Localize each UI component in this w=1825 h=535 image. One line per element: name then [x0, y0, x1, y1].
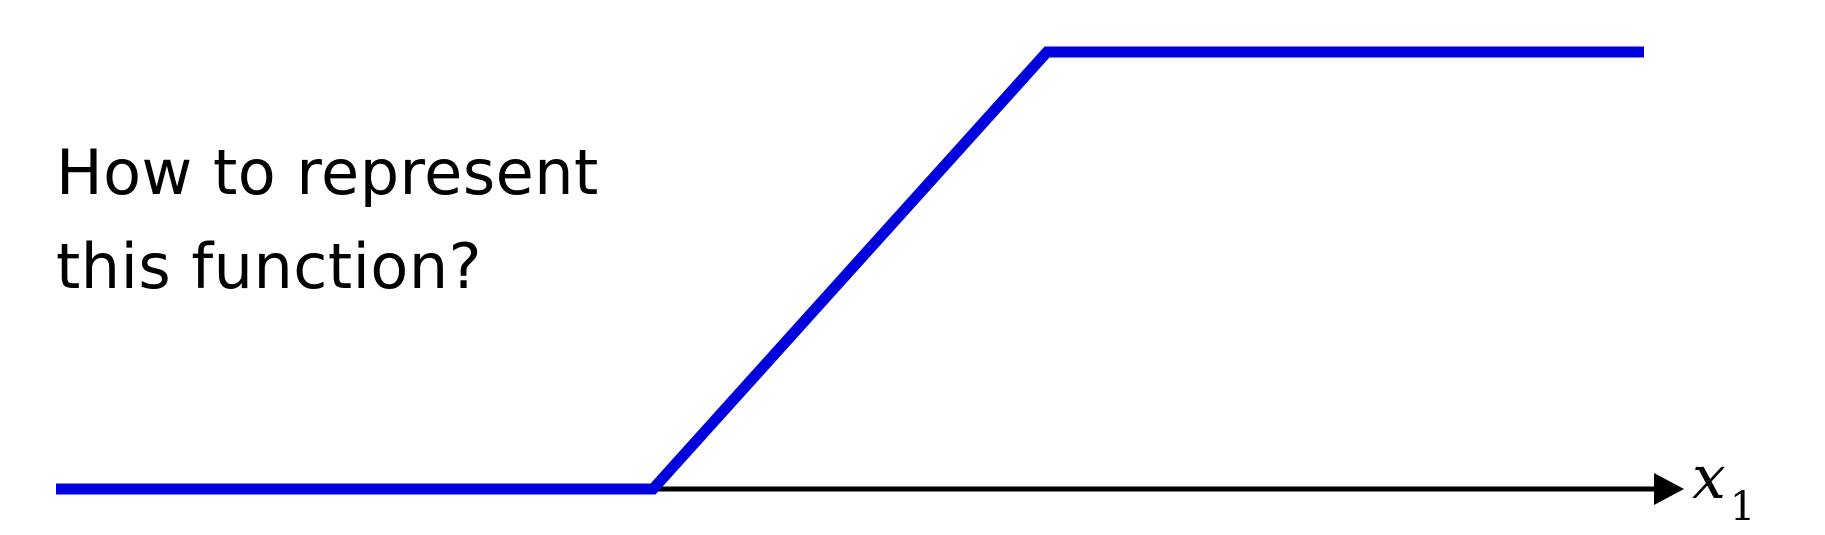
question-line-2: this function? — [56, 230, 483, 303]
question-text: How to represent this function? — [56, 126, 696, 314]
function-curve — [56, 46, 1644, 495]
question-line-1: How to represent — [56, 136, 599, 209]
axis-variable: x — [1692, 443, 1726, 513]
axis-subscript: 1 — [1729, 484, 1756, 530]
arrowhead-right-icon — [1654, 473, 1684, 505]
